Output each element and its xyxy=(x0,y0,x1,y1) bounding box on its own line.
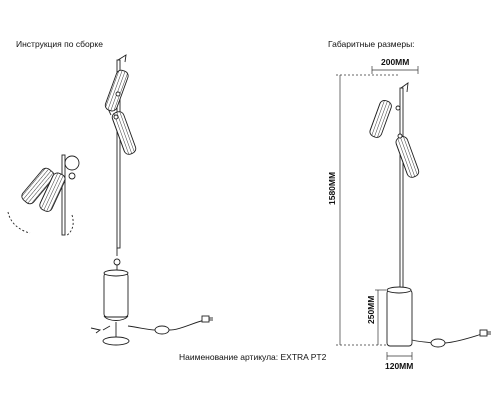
lamp-drawing-dimensions xyxy=(369,82,491,348)
dimension-width-top: 200ММ xyxy=(381,57,410,67)
spotlight-icon xyxy=(111,111,137,155)
spotlight-icon xyxy=(104,69,129,116)
power-plug-icon xyxy=(201,315,213,323)
dimension-base-width: 120ММ xyxy=(385,361,414,371)
lamp-drawing-assembly xyxy=(90,54,213,346)
dimensions-title: Габаритные размеры: xyxy=(328,39,415,49)
assembly-title: Инструкция по сборке xyxy=(16,39,103,49)
spotlight-icon xyxy=(369,99,392,138)
screw-icon xyxy=(113,258,121,271)
dimension-lines xyxy=(336,66,419,360)
spotlight-icon xyxy=(395,136,420,178)
rotation-arrow-icon xyxy=(65,214,74,237)
article-name: Наименование артикула: EXTRA PT2 xyxy=(179,352,327,362)
rotation-arrow-icon xyxy=(7,211,31,234)
spotlight-assembly-detail xyxy=(7,154,80,237)
power-plug-icon xyxy=(479,329,491,337)
